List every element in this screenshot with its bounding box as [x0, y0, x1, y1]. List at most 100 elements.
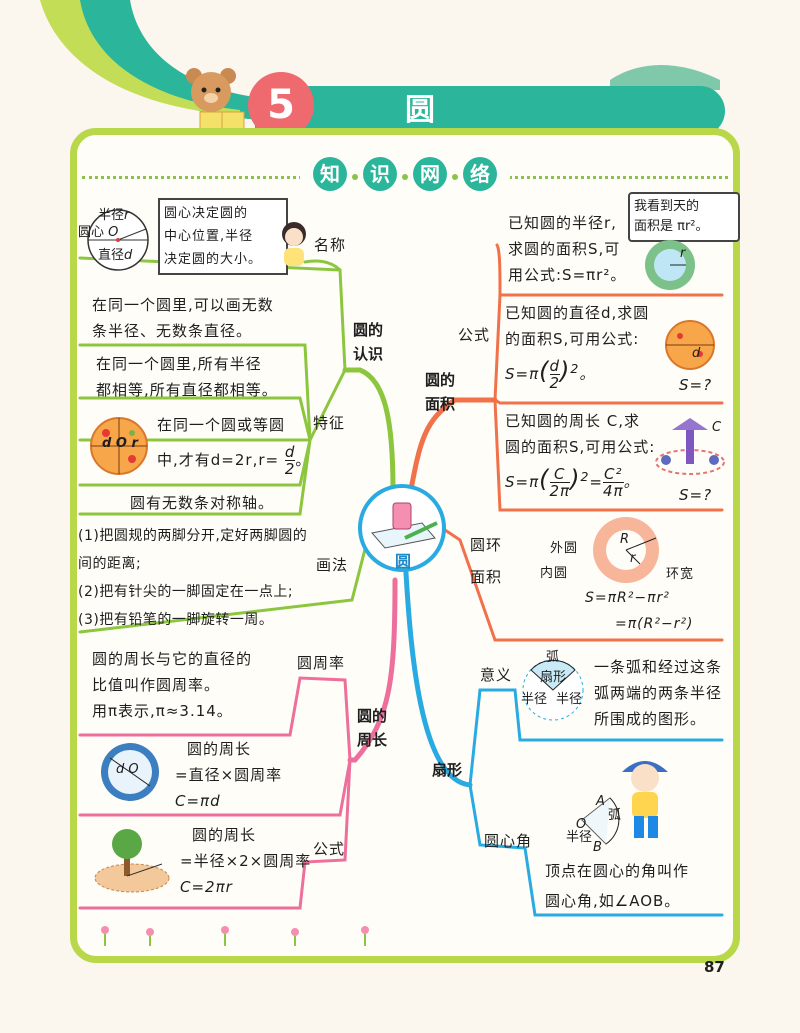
radius-case-line: 用公式:S=πr²。 — [508, 266, 627, 284]
d-symbol: d — [124, 248, 133, 263]
equals: = — [589, 473, 603, 491]
reading-bear-icon — [186, 68, 245, 133]
name-text-line: 圆心决定圆的 — [164, 206, 249, 221]
branch-recognition-line2: 认识 — [352, 345, 383, 363]
pizza-icon — [90, 417, 148, 475]
meaning-line: 所围成的图形。 — [594, 710, 707, 728]
fraction-tail: 。 — [295, 451, 312, 469]
feature-line: 在同一个圆里,可以画无数 — [92, 296, 274, 314]
radius-word: 半径 — [98, 208, 125, 223]
area-formula-label: 公式 — [458, 326, 491, 344]
pizza-area-d: d — [692, 346, 701, 361]
formula-line: C=πd — [175, 792, 221, 810]
chapter-header-bar — [255, 86, 725, 136]
pi-text: 圆的周长与它的直径的 比值叫作圆周率。 用π表示,π≈3.14。 — [92, 646, 292, 724]
feature-text: 在同一个圆里,所有半径 都相等,所有直径都相等。 — [96, 351, 316, 403]
pizza-r: r — [131, 436, 138, 451]
formula1: 圆的周长 =直径×圆周率 C=πd — [175, 736, 325, 814]
chapter-title: 圆 — [405, 93, 435, 128]
ring-R: R — [620, 532, 630, 547]
meaning-text: 一条弧和经过这条 弧两端的两条半径 所围成的图形。 — [594, 654, 734, 732]
radius-case-line: 求圆的面积S,可 — [508, 240, 621, 258]
clock-d: d — [116, 762, 125, 777]
angle-label: 圆心角 — [484, 832, 533, 850]
pizza-d: d — [102, 436, 112, 451]
feature-text: 在同一个圆或等圆 中,才有d=2r,r= d 2 。 — [157, 412, 317, 477]
feature-line: 在同一个圆或等圆 — [157, 416, 286, 434]
center-node — [358, 484, 446, 572]
formula-prefix: S=π — [505, 473, 540, 491]
pizza-o: O — [115, 436, 127, 451]
ring-outer: 外圆 — [550, 541, 579, 556]
fraction: d 2 — [284, 444, 296, 478]
formula-line: =直径×圆周率 — [175, 766, 283, 784]
pi-label: 圆周率 — [297, 654, 346, 672]
formula2: 圆的周长 =半径×2×圆周率 C=2πr — [180, 822, 330, 900]
ring-formula: S=πR²−πr² =π(R²−r²) — [585, 585, 694, 637]
page-number: 87 — [704, 958, 725, 976]
carousel-c: C — [712, 420, 722, 435]
feature-line-with-fraction: 中,才有d=2r,r= d 2 。 — [157, 444, 317, 477]
girl-icon — [282, 222, 306, 266]
fraction-den: 2 — [284, 460, 296, 478]
sector-diagram — [522, 659, 584, 721]
feature-label: 特征 — [313, 414, 346, 432]
formula-line: 圆的周长 — [192, 826, 257, 844]
angle-line: 圆心角,如∠AOB。 — [545, 892, 681, 910]
formula-line: C=2πr — [180, 878, 233, 896]
pi-line: 圆的周长与它的直径的 — [92, 650, 253, 668]
branch-perimeter: 圆的 周长 — [352, 704, 392, 752]
ring-inner: 内圆 — [540, 566, 569, 581]
feature-line: 都相等,所有直径都相等。 — [96, 381, 278, 399]
sector-word: 扇形 — [540, 670, 567, 685]
feature-line: 条半径、无数条直径。 — [92, 322, 253, 340]
clock-icon — [101, 743, 159, 801]
circ-question: S=? — [679, 486, 713, 504]
o-symbol: O — [108, 225, 119, 240]
well-sky-icon — [645, 240, 695, 290]
caption-char: 网 — [413, 157, 447, 191]
center-word: 圆心 — [78, 225, 105, 240]
draw-step: (3)把有铅笔的一脚旋转一周。 — [78, 612, 274, 628]
branch-area: 圆的 面积 — [420, 368, 460, 416]
fraction-num: C² — [602, 465, 624, 483]
fraction-den: 4π — [602, 482, 624, 500]
section-caption: 知识网络 — [300, 157, 510, 195]
draw-label: 画法 — [316, 556, 349, 574]
draw-step: (2)把有针尖的一脚固定在一点上; — [78, 584, 294, 600]
branch-perimeter-line2: 周长 — [356, 731, 387, 749]
caption-char: 知 — [313, 157, 347, 191]
diagram-center-label: 圆心 O — [78, 223, 118, 243]
meaning-line: 一条弧和经过这条 — [594, 658, 723, 676]
angle-diagram — [581, 797, 620, 845]
angle-O: O — [576, 817, 587, 832]
tree-lawn-icon — [94, 829, 170, 893]
fraction-num: d — [549, 357, 561, 375]
radius-case: 已知圆的半径r, 求圆的面积S,可 用公式:S=πr²。 — [508, 210, 643, 288]
meaning-label: 意义 — [480, 666, 513, 684]
ring-formula-line: S=πR²−πr² — [585, 590, 670, 606]
formula-label: 公式 — [313, 840, 346, 858]
diameter-case-line: 的面积S,可用公式: — [505, 330, 640, 348]
pizza-label: d O r — [102, 434, 138, 454]
r-symbol: r — [124, 208, 130, 223]
angle-A: A — [596, 794, 605, 809]
ring-label: 圆环 面积 — [470, 532, 510, 590]
diagram-radius-label: 半径r — [98, 206, 129, 226]
feature-text: 在同一个圆里,可以画无数 条半径、无数条直径。 — [92, 292, 312, 344]
boy-icon — [622, 761, 668, 838]
draw-step: 间的距离; — [78, 556, 142, 572]
feature-line: 在同一个圆里,所有半径 — [96, 355, 262, 373]
circ-case-line: 圆的面积S,可用公式: — [505, 438, 656, 456]
diameter-word: 直径 — [98, 248, 125, 263]
fraction-den: 2 — [549, 374, 561, 392]
branch-recognition: 圆的 认识 — [348, 318, 388, 366]
branch-area-line2: 面积 — [424, 395, 455, 413]
diagram-diameter-label: 直径d — [98, 246, 132, 266]
